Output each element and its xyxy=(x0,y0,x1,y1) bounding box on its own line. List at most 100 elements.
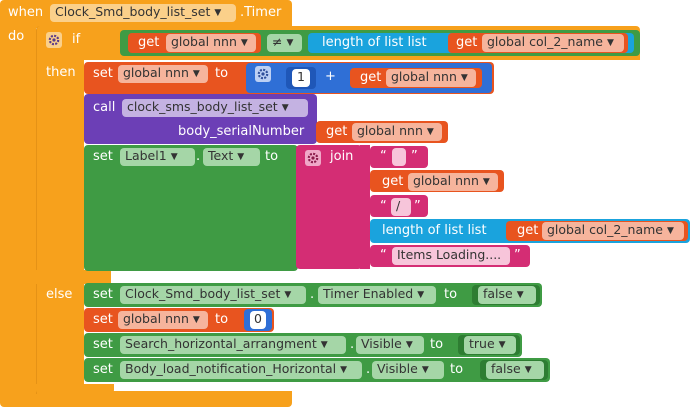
length-of-list-label: length of list list xyxy=(382,223,487,238)
property-dropdown[interactable]: Timer Enabled▼ xyxy=(318,286,436,304)
property-name: Visible xyxy=(361,336,402,351)
to-label: to xyxy=(430,337,444,352)
mutator-gear-icon[interactable] xyxy=(305,150,321,166)
variable-dropdown[interactable]: global nnn▼ xyxy=(386,69,476,87)
set-property-block[interactable] xyxy=(84,145,298,271)
when-label: when xyxy=(8,5,44,20)
dot-separator: . xyxy=(366,362,371,377)
chevron-down-icon: ▼ xyxy=(340,365,348,375)
chevron-down-icon: ▼ xyxy=(192,69,200,79)
property-name: Text xyxy=(208,148,234,163)
number-value: 1 xyxy=(297,69,305,84)
logic-value: false xyxy=(483,286,513,301)
logic-value-dropdown[interactable]: true▼ xyxy=(464,336,516,354)
param-label: body_serialNumber xyxy=(178,124,305,139)
else-label: else xyxy=(46,287,73,302)
get-label: get xyxy=(517,223,539,238)
to-label: to xyxy=(215,66,229,81)
set-label: set xyxy=(93,149,113,164)
component-dropdown[interactable]: Search_horizontal_arrangment▼ xyxy=(120,336,346,354)
if-block-spine xyxy=(36,58,84,394)
set-label: set xyxy=(93,362,113,377)
variable-dropdown[interactable]: global nnn▼ xyxy=(408,173,498,191)
set-label: set xyxy=(93,312,113,327)
component-name: Body_load_notification_Horizontal xyxy=(125,361,337,376)
chevron-down-icon: ▼ xyxy=(170,152,178,162)
chevron-down-icon: ▼ xyxy=(405,340,413,350)
procedure-dropdown[interactable]: clock_sms_body_list_set▼ xyxy=(122,99,308,117)
chevron-down-icon: ▼ xyxy=(426,127,434,137)
variable-dropdown[interactable]: global nnn▼ xyxy=(118,311,208,329)
get-label: get xyxy=(138,35,160,50)
variable-dropdown[interactable]: global nnn▼ xyxy=(166,34,256,52)
component-name: Search_horizontal_arrangment xyxy=(125,336,317,351)
variable-dropdown[interactable]: global col_2_name ▼ xyxy=(542,222,684,240)
get-label: get xyxy=(326,124,348,139)
procedure-name: clock_sms_body_list_set xyxy=(127,99,278,114)
component-dropdown[interactable]: Clock_Smd_body_list_set▼ xyxy=(120,286,306,304)
event-component-label: Clock_Smd_body_list_set xyxy=(55,4,211,19)
variable-name: global nnn xyxy=(171,34,237,49)
quote-open: “ xyxy=(380,199,387,214)
text-literal[interactable] xyxy=(392,148,406,166)
property-dropdown[interactable]: Visible▼ xyxy=(356,336,424,354)
number-value: 0 xyxy=(254,311,262,326)
text-literal[interactable]: Items Loading.... xyxy=(392,247,510,265)
variable-dropdown[interactable]: global nnn▼ xyxy=(118,65,208,83)
text-literal[interactable]: / xyxy=(391,198,411,216)
set-label: set xyxy=(93,66,113,81)
if-label: if xyxy=(72,32,81,47)
logic-value-dropdown[interactable]: false▼ xyxy=(478,286,536,304)
set-label: set xyxy=(93,337,113,352)
variable-dropdown[interactable]: global col_2_name▼ xyxy=(482,34,624,52)
join-socket-column xyxy=(360,145,370,269)
chevron-down-icon: ▼ xyxy=(421,365,429,375)
variable-dropdown[interactable]: global nnn▼ xyxy=(352,123,442,141)
text-value: / xyxy=(396,198,401,213)
variable-name: global nnn xyxy=(391,69,457,84)
event-block-spine xyxy=(0,24,36,399)
get-label: get xyxy=(360,70,382,85)
number-literal[interactable]: 0 xyxy=(250,311,266,329)
quote-open: “ xyxy=(380,248,387,263)
property-dropdown[interactable]: Text▼ xyxy=(203,148,260,166)
dot-separator: . xyxy=(310,287,315,302)
chevron-down-icon: ▼ xyxy=(286,38,294,48)
chevron-down-icon: ▼ xyxy=(192,315,200,325)
event-block-bottom xyxy=(0,391,292,407)
quote-close: ” xyxy=(414,199,421,214)
length-of-list-label: length of list list xyxy=(322,35,427,50)
set-label: set xyxy=(93,287,113,302)
compare-operator-dropdown[interactable]: ≠▼ xyxy=(267,34,302,52)
component-dropdown[interactable]: Label1▼ xyxy=(120,148,195,166)
chevron-down-icon: ▼ xyxy=(214,8,222,18)
chevron-down-icon: ▼ xyxy=(667,226,674,236)
property-name: Timer Enabled xyxy=(323,286,414,301)
property-dropdown[interactable]: Visible▼ xyxy=(372,361,444,379)
to-label: to xyxy=(444,287,458,302)
dot-separator: . xyxy=(350,337,355,352)
mutator-gear-icon[interactable] xyxy=(46,32,62,48)
chevron-down-icon: ▼ xyxy=(284,290,292,300)
variable-name: global nnn xyxy=(413,173,479,188)
join-label: join xyxy=(330,149,354,164)
quote-open: “ xyxy=(380,149,387,164)
variable-name: global nnn xyxy=(123,65,189,80)
chevron-down-icon: ▼ xyxy=(498,340,506,350)
mutator-gear-icon[interactable] xyxy=(255,66,271,82)
do-label: do xyxy=(8,29,25,44)
logic-value-dropdown[interactable]: false▼ xyxy=(486,361,544,379)
plus-label: + xyxy=(325,69,336,84)
number-literal[interactable]: 1 xyxy=(292,69,310,87)
to-label: to xyxy=(450,362,464,377)
event-component-dropdown[interactable]: Clock_Smd_body_list_set▼ xyxy=(50,4,236,22)
get-label: get xyxy=(382,174,404,189)
chevron-down-icon: ▼ xyxy=(460,73,468,83)
dot-separator: . xyxy=(196,149,201,164)
chevron-down-icon: ▼ xyxy=(281,103,289,113)
text-value: Items Loading.... xyxy=(397,247,502,262)
component-dropdown[interactable]: Body_load_notification_Horizontal▼ xyxy=(120,361,362,379)
event-name-label: .Timer xyxy=(240,5,282,20)
chevron-down-icon: ▼ xyxy=(482,177,490,187)
variable-name: global col_2_name xyxy=(547,222,663,237)
